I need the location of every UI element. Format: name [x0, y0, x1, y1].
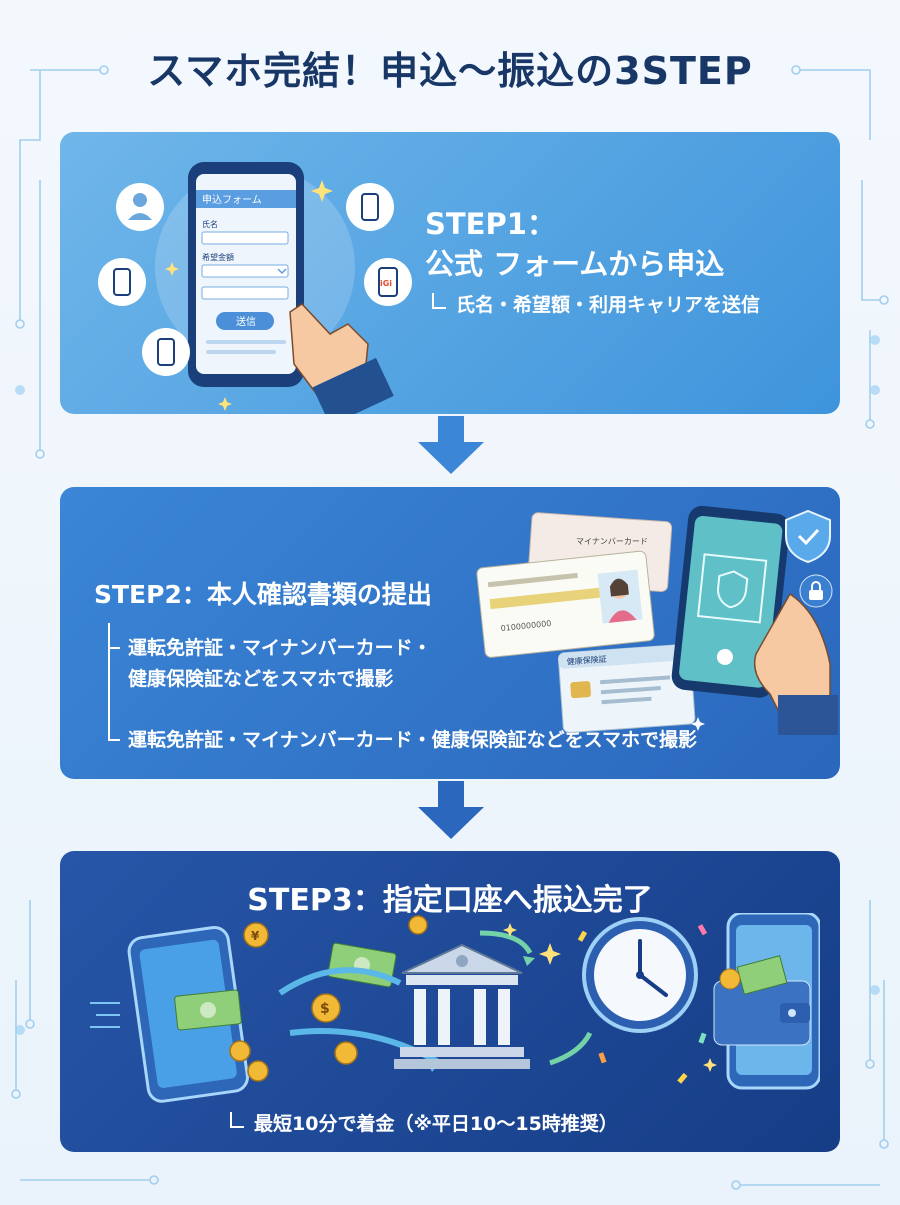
svg-text:健康保険証: 健康保険証: [566, 654, 607, 667]
step3-subtitle: 最短10分で着金（※平日10〜15時推奨）: [230, 1109, 618, 1136]
svg-text:¥: ¥: [251, 929, 260, 943]
step1-illustration: 申込フォーム 氏名 希望金額 送信 iGi: [98, 162, 412, 414]
step1-title: STEP1： 公式 フォームから申込: [425, 207, 725, 281]
wallet-icon: [713, 955, 811, 1046]
form-amount-label: 希望金額: [202, 252, 234, 262]
svg-text:iGi: iGi: [380, 279, 392, 288]
phone-bubble-icon: [346, 183, 394, 231]
sparkle-icon: [165, 180, 333, 411]
form-header: 申込フォーム: [202, 193, 262, 206]
lock-icon: [799, 574, 833, 608]
step3-illustration: ¥ $: [90, 913, 820, 1103]
svg-text:マイナンバーカード: マイナンバーカード: [576, 537, 648, 546]
user-bubble-icon: [116, 183, 164, 231]
page-title: スマホ完結！申込〜振込の3STEP: [147, 49, 753, 93]
sparkle-icon: [503, 923, 717, 1072]
phone-bubble-icon: [142, 328, 190, 376]
carrier-bubble-icon: iGi: [364, 258, 412, 306]
coin-icon: [229, 915, 428, 1082]
down-arrow-icon: [418, 416, 484, 474]
money-bill-icon: [327, 942, 397, 988]
step1-subtitle: 氏名・希望額・利用キャリアを送信: [432, 290, 760, 317]
step2-summary: 運転免許証・マイナンバーカード・健康保険証などをスマホで撮影: [128, 729, 698, 751]
step2-title: STEP2：本人確認書類の提出: [94, 580, 432, 609]
step3-card: STEP3：指定口座へ振込完了 ¥ $: [60, 851, 840, 1152]
step2-illustration: マイナンバーカード 0100000000 健康保険証: [476, 505, 838, 735]
svg-text:$: $: [320, 1001, 330, 1017]
phone-bubble-icon: [98, 258, 146, 306]
down-arrow-icon: [418, 781, 484, 839]
form-submit-button: 送信: [236, 315, 256, 328]
clock-icon: [582, 917, 698, 1033]
money-bill-icon: [174, 989, 242, 1031]
step2-card: STEP2：本人確認書類の提出 運転免許証・マイナンバーカード・ 健康保険証など…: [60, 487, 840, 779]
bank-icon: [394, 943, 530, 1069]
form-name-label: 氏名: [202, 219, 218, 229]
step1-card: 申込フォーム 氏名 希望金額 送信 iGi: [60, 132, 840, 414]
shield-check-icon: [785, 509, 831, 564]
step3-title: STEP3：指定口座へ振込完了: [247, 883, 653, 918]
step2-description: 運転免許証・マイナンバーカード・ 健康保険証などをスマホで撮影: [128, 637, 432, 690]
